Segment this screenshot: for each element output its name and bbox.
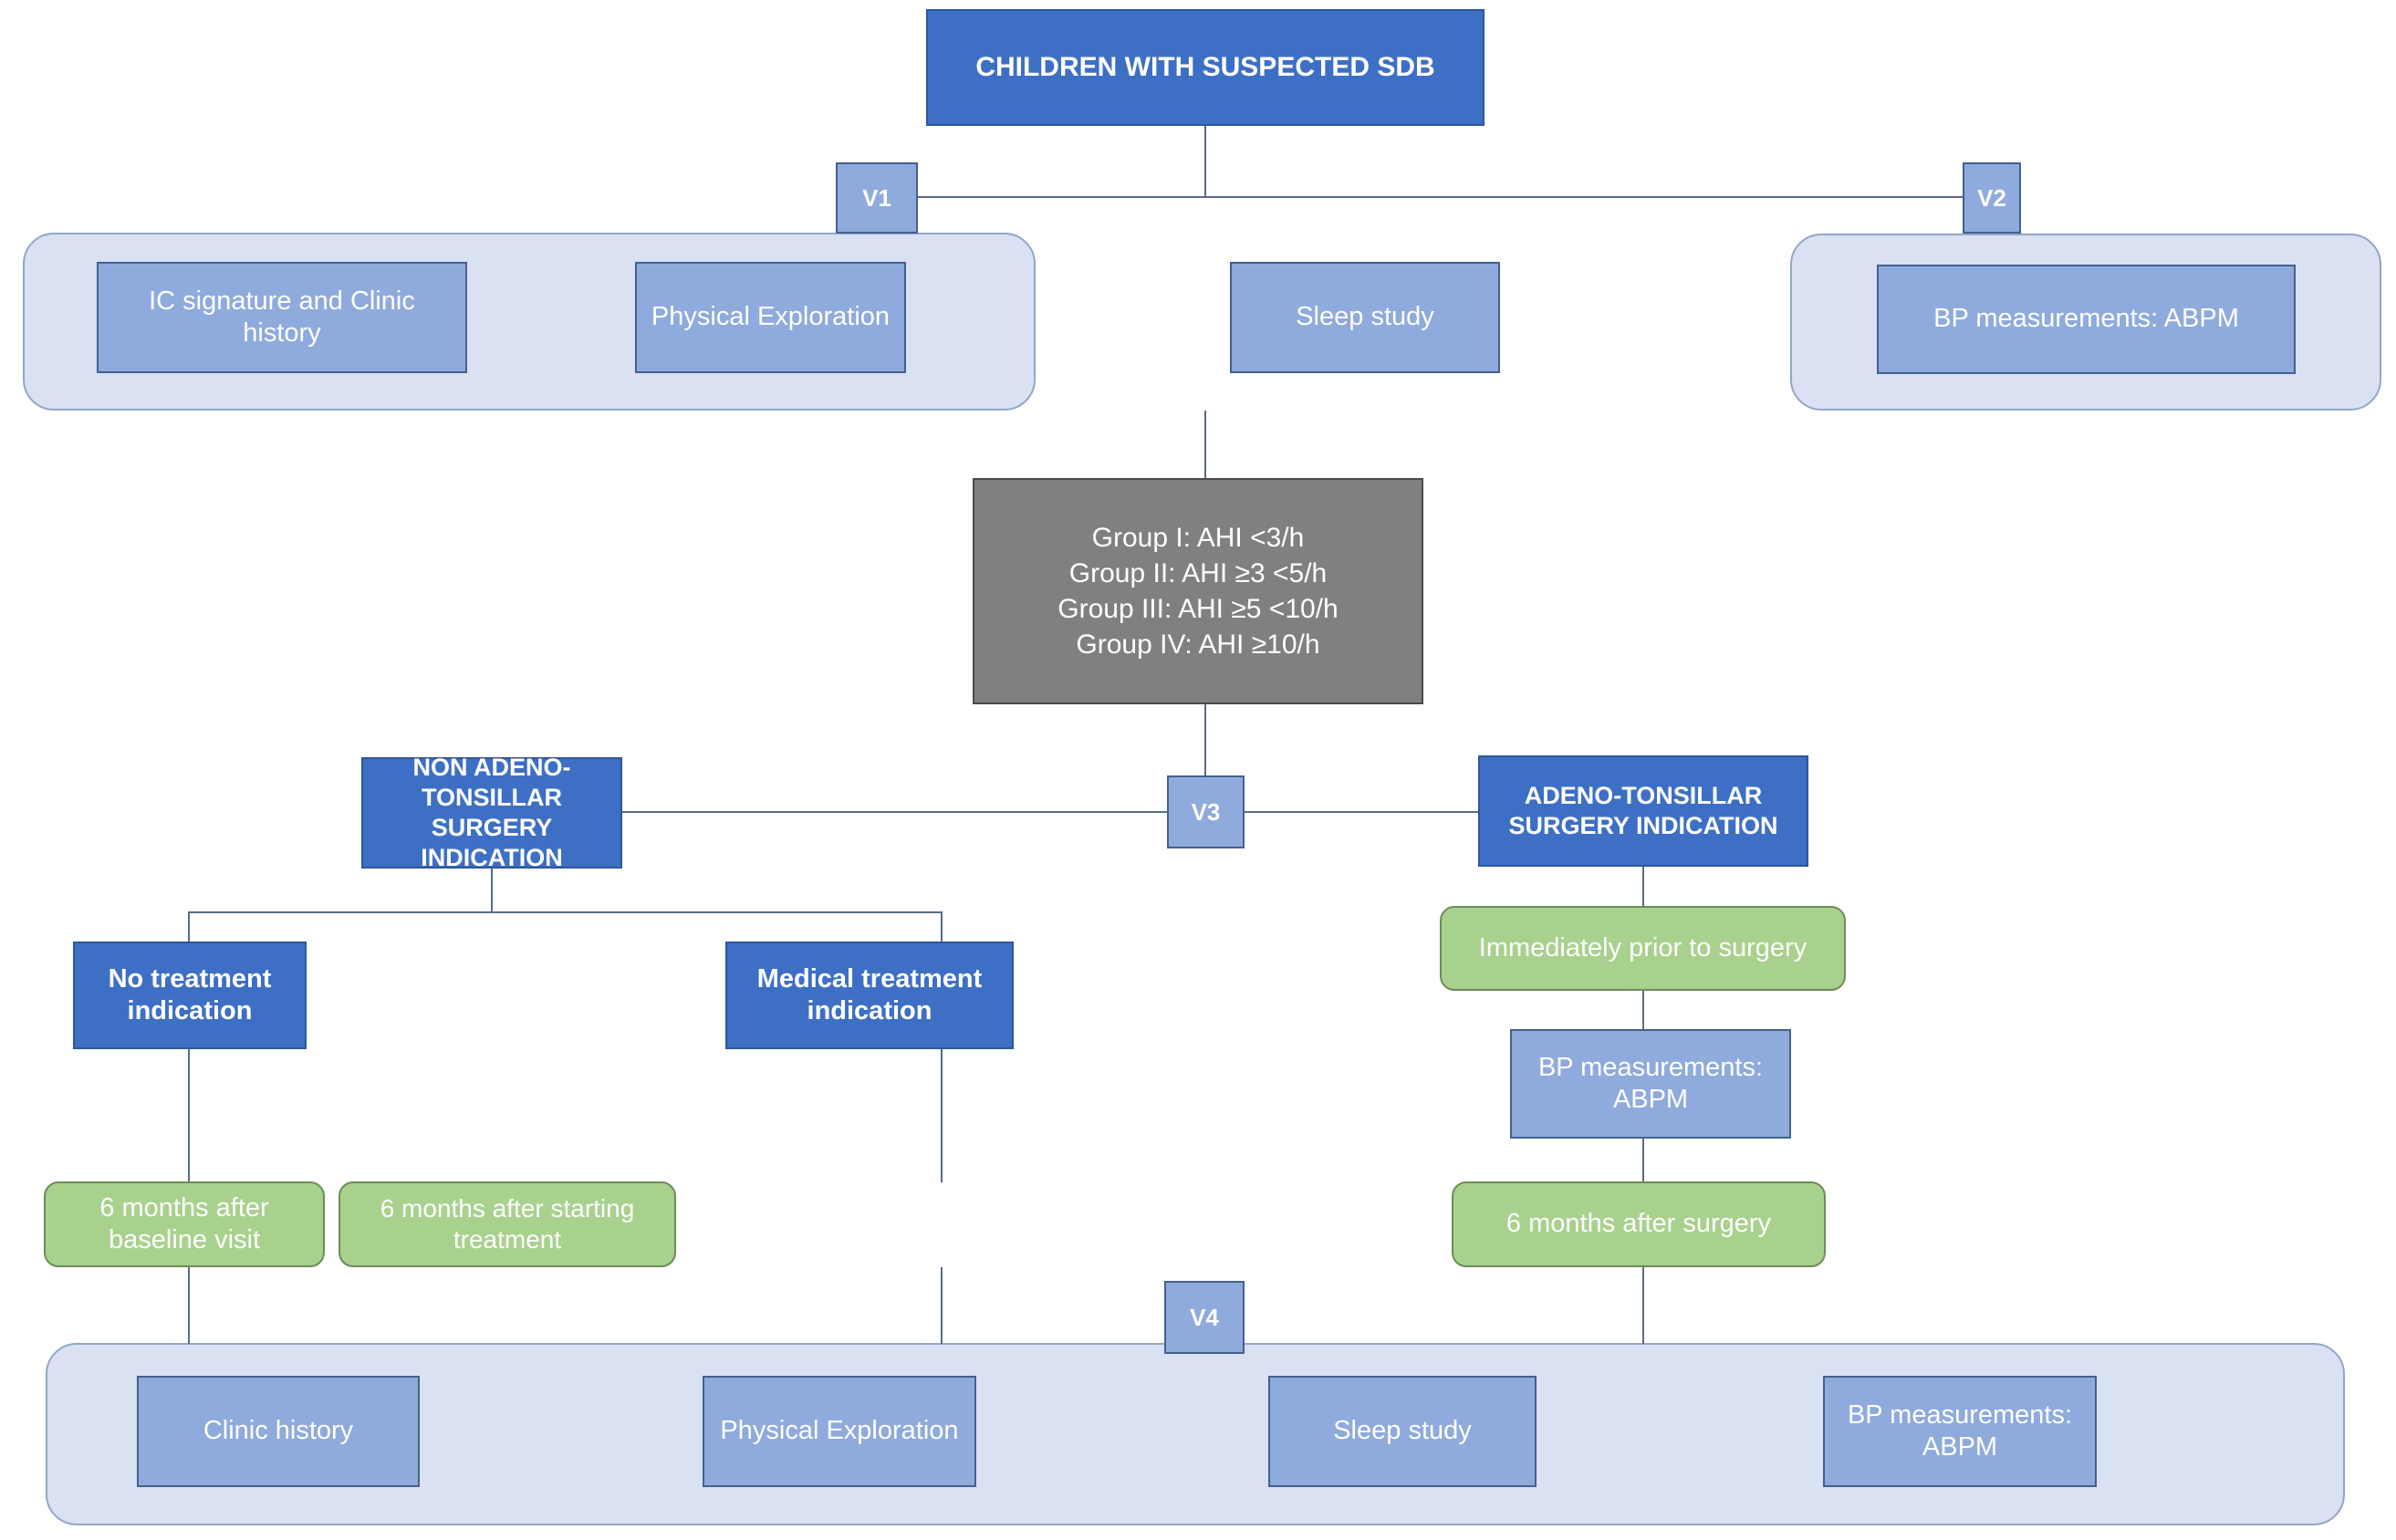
baseline-item-sleep-study: Sleep study: [1230, 262, 1500, 373]
connector-to-medical-treatment: [941, 911, 943, 942]
baseline-item-physical-exploration: Physical Exploration: [635, 262, 906, 373]
node-adeno-tonsillar-surgery-indication: ADENO-TONSILLAR SURGERY INDICATION: [1478, 755, 1808, 867]
final-item-physical-exploration: Physical Exploration: [703, 1376, 976, 1487]
connector-followup-baseline-to-final: [188, 1267, 190, 1344]
connector-bp-to-six-months-surgery: [1642, 1139, 1644, 1182]
connector-left-branch-split: [188, 911, 943, 913]
connector-left-branch-stem: [491, 869, 493, 912]
final-item-clinic-history: Clinic history: [137, 1376, 420, 1487]
node-non-adeno-tonsillar-surgery-indication: NON ADENO-TONSILLAR SURGERY INDICATION: [361, 754, 622, 871]
node-immediately-prior-to-surgery: Immediately prior to surgery: [1440, 906, 1846, 991]
final-item-bp-abpm: BP measurements: ABPM: [1823, 1376, 2097, 1487]
connector-classification-to-v3: [1204, 704, 1206, 812]
connector-six-months-surgery-to-final: [1642, 1267, 1644, 1344]
visit-tag-v1[interactable]: V1: [836, 162, 918, 234]
visit-tag-v3[interactable]: V3: [1167, 775, 1245, 848]
connector-to-no-treatment: [188, 911, 190, 942]
connector-v3-bus-left: [621, 811, 1167, 813]
baseline-bp-item-abpm: BP measurements: ABPM: [1877, 265, 2296, 374]
connector-followup-treatment-to-final: [941, 1267, 943, 1344]
node-no-treatment-indication: No treatment indication: [73, 942, 307, 1049]
node-right-bp-abpm: BP measurements: ABPM: [1510, 1029, 1791, 1139]
connector-baseline-to-classification: [1204, 411, 1206, 479]
visit-tag-v2[interactable]: V2: [1963, 162, 2021, 234]
connector-v3-bus-right: [1244, 811, 1479, 813]
connector-prior-surgery-to-bp: [1642, 991, 1644, 1029]
node-six-months-after-starting-treatment: 6 months after starting treatment: [339, 1181, 676, 1267]
connector-adeno-to-prior-surgery: [1642, 867, 1644, 909]
connector-no-treatment-to-followup: [188, 1049, 190, 1182]
baseline-item-ic-signature-clinic-history: IC signature and Clinic history: [97, 262, 467, 373]
node-six-months-after-baseline-visit: 6 months after baseline visit: [44, 1181, 325, 1267]
connector-v1-v2-bus: [916, 196, 1964, 198]
connector-medical-treatment-to-followup: [941, 1049, 943, 1182]
final-item-sleep-study: Sleep study: [1268, 1376, 1537, 1487]
connector-root-stem: [1204, 126, 1206, 197]
node-medical-treatment-indication: Medical treatment indication: [725, 942, 1014, 1049]
node-six-months-after-surgery: 6 months after surgery: [1452, 1181, 1826, 1267]
node-children-with-suspected-sdb: CHILDREN WITH SUSPECTED SDB: [926, 9, 1484, 126]
node-ahi-classification-groups: Group I: AHI <3/h Group II: AHI ≥3 <5/h …: [973, 478, 1423, 704]
visit-tag-v4[interactable]: V4: [1164, 1281, 1245, 1354]
